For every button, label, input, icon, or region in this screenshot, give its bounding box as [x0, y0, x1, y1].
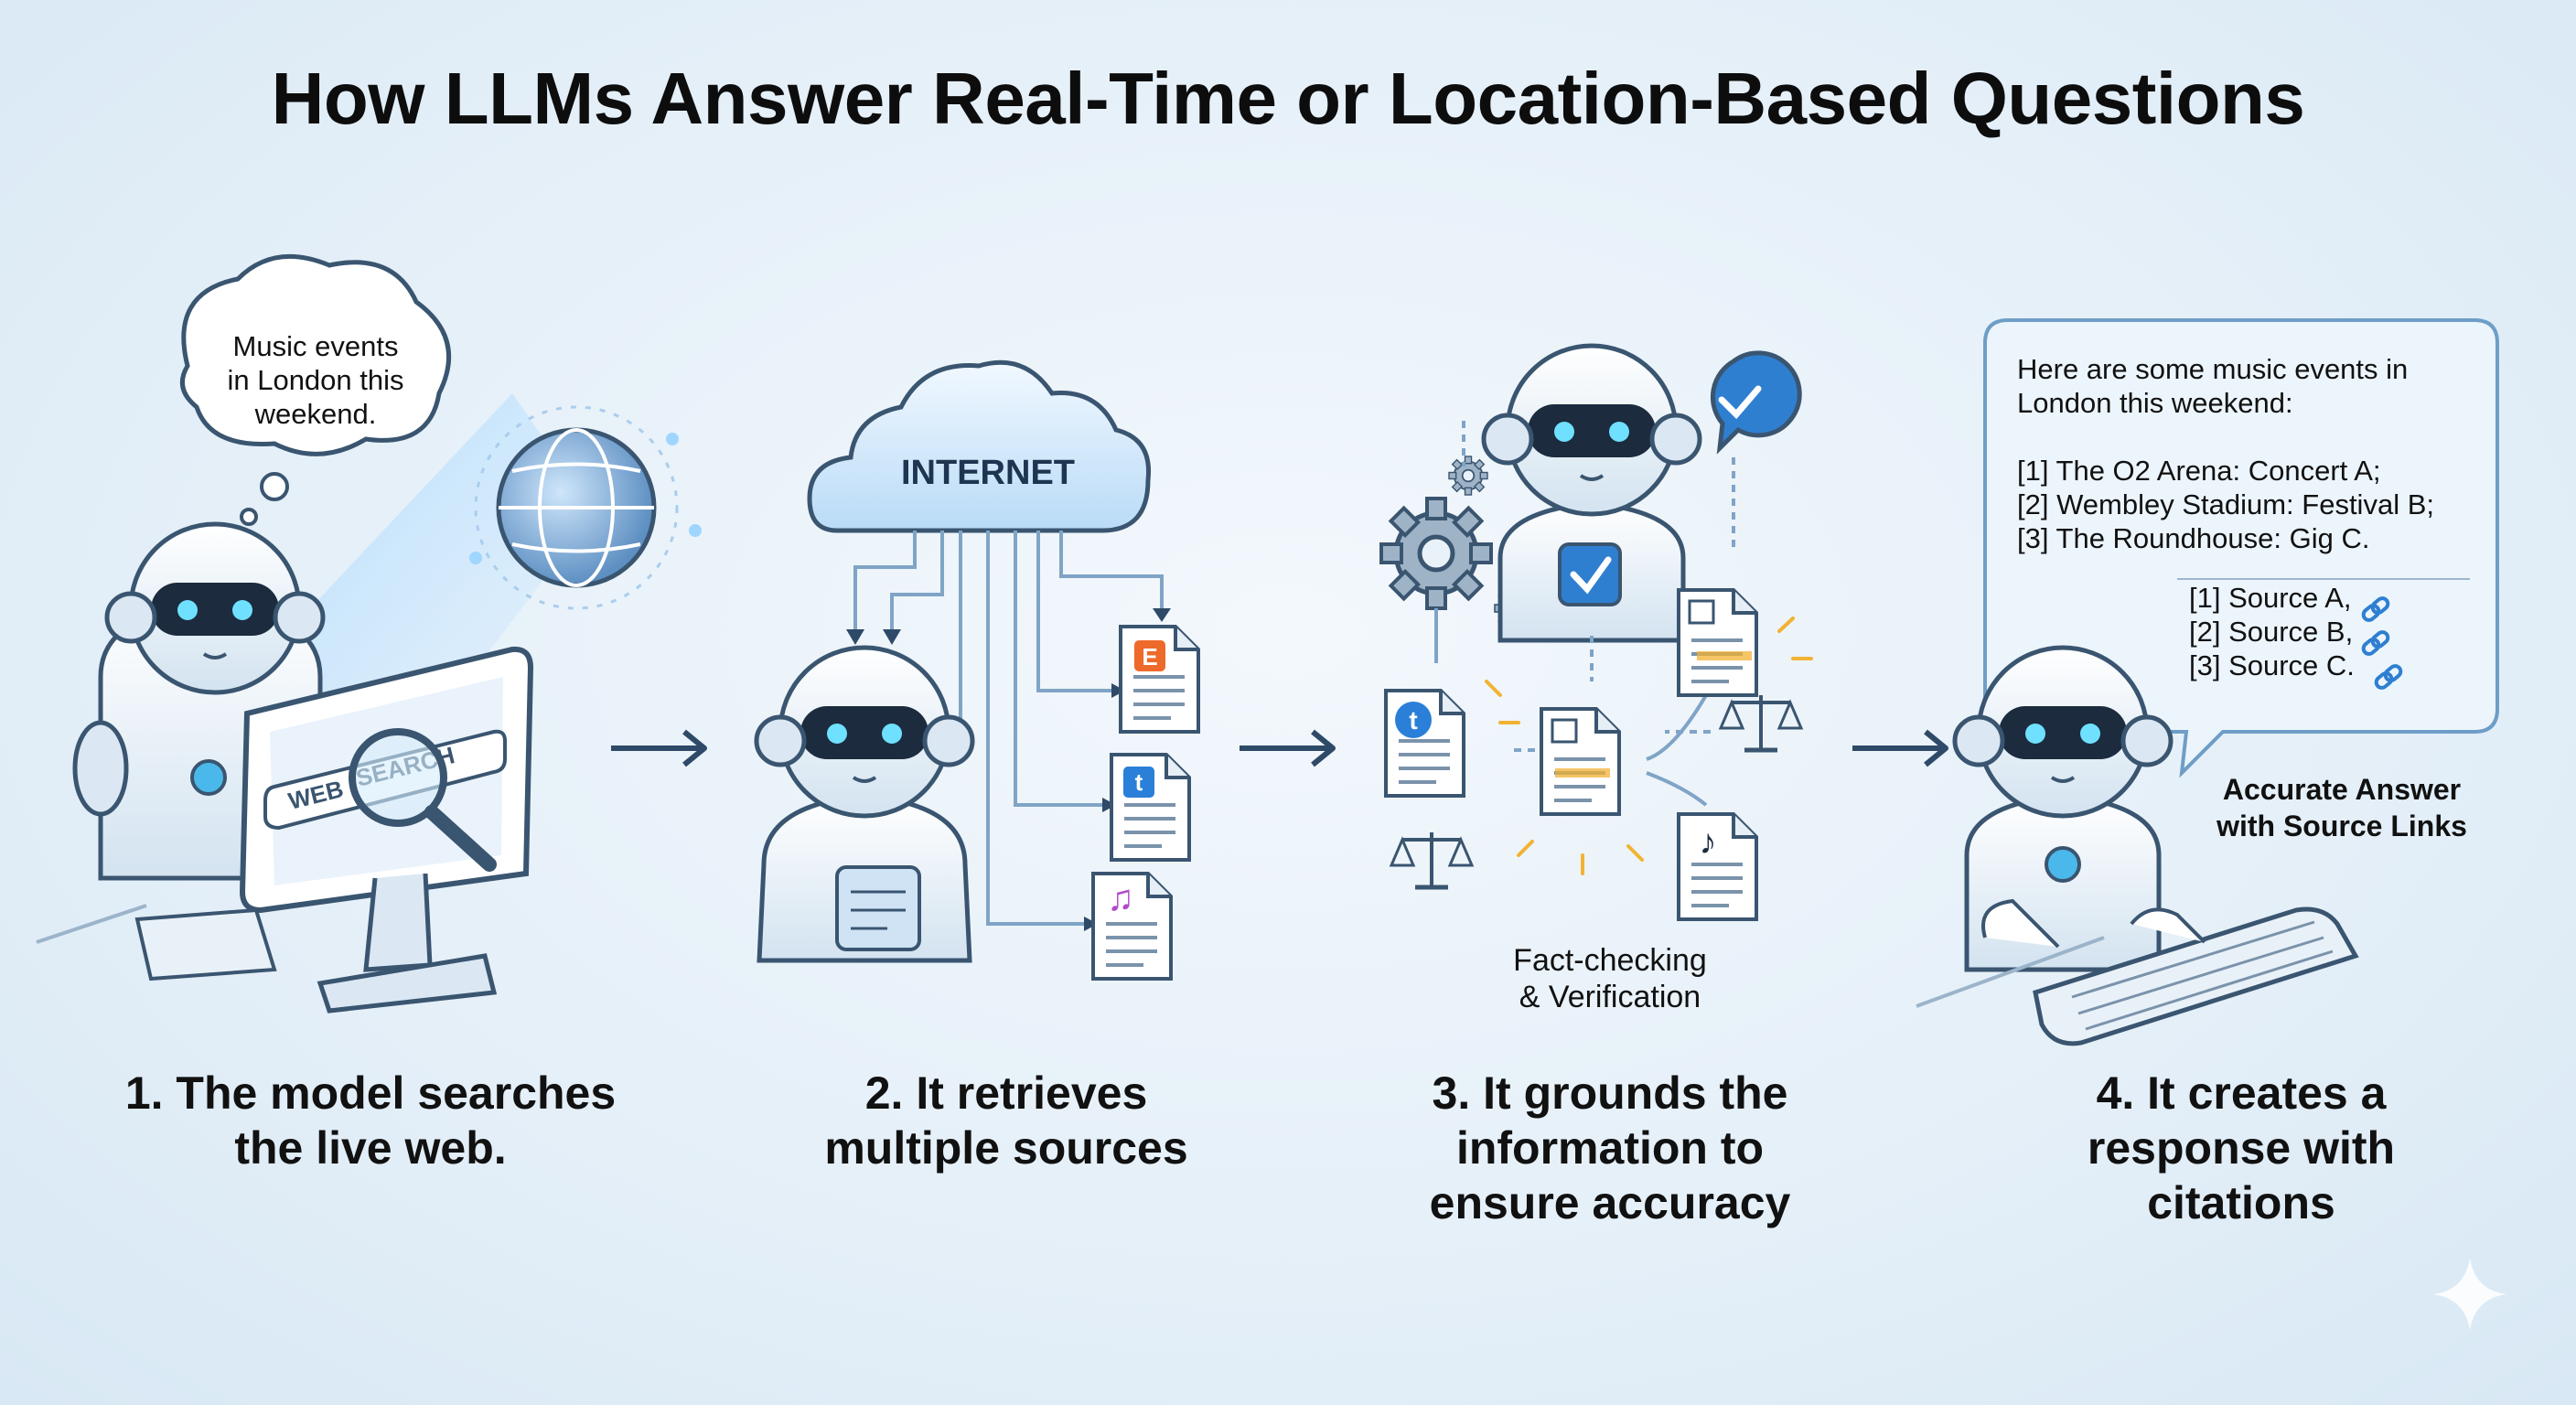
thought-line: weekend.	[254, 398, 377, 430]
thought-line: Music events	[232, 330, 399, 362]
link-icon	[2361, 596, 2403, 690]
answer-item: [1] The O2 Arena: Concert A;	[2017, 455, 2381, 487]
step1-illustration: WEB SEARCH	[36, 253, 702, 1014]
bubble-line: Here are some music events in	[2017, 353, 2409, 385]
svg-text:♫: ♫	[1107, 878, 1134, 918]
svg-text:♪: ♪	[1700, 823, 1717, 862]
document-icon-music: ♪	[1677, 812, 1758, 921]
answer-label: Accurate Answer with Source Links	[2191, 771, 2493, 844]
document-icon-music: ♫	[1091, 872, 1173, 981]
answer-label-line: with Source Links	[2216, 810, 2467, 842]
robot-icon	[757, 648, 972, 963]
sparkle-icon	[2433, 1258, 2506, 1331]
svg-text:t: t	[1135, 768, 1143, 796]
thought-bubble-text: Music events in London this weekend.	[197, 329, 435, 431]
caption-line: 1. The model searches	[124, 1067, 617, 1119]
document-icon-calendar-2	[1677, 588, 1758, 697]
robot-icon	[1484, 346, 1700, 643]
source-link[interactable]: [3] Source C.	[2189, 649, 2355, 681]
answer-item: [2] Wembley Stadium: Festival B;	[2017, 488, 2434, 520]
arrow-right-icon	[1240, 729, 1336, 767]
arrow-right-icon	[611, 729, 707, 767]
globe-icon	[469, 405, 702, 610]
source-link[interactable]: [2] Source B,	[2189, 616, 2354, 648]
answer-item: [3] The Roundhouse: Gig C.	[2017, 522, 2370, 554]
document-icon-t: t	[1110, 753, 1191, 862]
answer-bubble	[1983, 318, 2499, 778]
thought-bubble-icon	[179, 253, 452, 526]
sparkle-lines	[1485, 617, 1813, 875]
fact-check-label: Fact-checking & Verification	[1450, 942, 1770, 1015]
scales-icon	[1721, 695, 1801, 750]
caption-line: ensure accuracy	[1429, 1177, 1791, 1228]
caption-line: citations	[2147, 1177, 2335, 1228]
fact-check-line: Fact-checking	[1513, 943, 1707, 978]
caption-line: response with	[2087, 1122, 2396, 1174]
gear-icon	[1381, 499, 1491, 608]
svg-text:E: E	[1142, 643, 1157, 670]
caption-line: multiple sources	[824, 1122, 1188, 1174]
connector-lines	[853, 531, 1164, 926]
caption-line: 2. It retrieves	[864, 1067, 1148, 1119]
step2-caption: 2. It retrieves multiple sources	[732, 1066, 1281, 1175]
bubble-line: London this weekend:	[2017, 387, 2293, 419]
step1-caption: 1. The model searches the live web.	[91, 1066, 649, 1175]
magnifier-icon	[349, 728, 497, 872]
step4-caption: 4. It creates a response with citations	[1967, 1066, 2516, 1230]
keyboard-icon	[1981, 898, 2359, 1046]
scales-icon	[1391, 832, 1472, 887]
thought-line: in London this	[227, 364, 404, 396]
answer-bubble-text: Here are some music events in London thi…	[2017, 352, 2511, 682]
step2-illustration: E t ♫	[757, 359, 1200, 981]
caption-line: the live web.	[234, 1122, 507, 1174]
arrow-right-icon	[1852, 729, 1948, 767]
caption-line: 4. It creates a	[2096, 1067, 2387, 1119]
cloud-icon	[807, 359, 1152, 533]
step3-illustration: t ♪	[1381, 346, 1813, 921]
keyboard-icon	[134, 907, 277, 981]
caption-line: 3. It grounds the	[1432, 1067, 1788, 1119]
source-link[interactable]: [1] Source A,	[2189, 582, 2352, 614]
answer-label-line: Accurate Answer	[2222, 773, 2462, 806]
step4-illustration	[1916, 318, 2499, 1046]
fact-check-line: & Verification	[1519, 980, 1701, 1014]
step3-caption: 3. It grounds the information to ensure …	[1336, 1066, 1884, 1230]
gear-icon	[1448, 456, 1488, 496]
monitor-icon: WEB SEARCH	[239, 646, 534, 1014]
document-icon-calendar	[1540, 707, 1621, 816]
document-icon-e: E	[1119, 625, 1200, 734]
caption-line: information to	[1455, 1122, 1765, 1174]
svg-text:t: t	[1409, 706, 1417, 735]
checkmark-badge-icon	[1710, 350, 1802, 455]
document-icon-t: t	[1384, 689, 1465, 798]
cloud-label: INTERNET	[901, 454, 1075, 492]
page-title: How LLMs Answer Real-Time or Location-Ba…	[271, 58, 2305, 139]
